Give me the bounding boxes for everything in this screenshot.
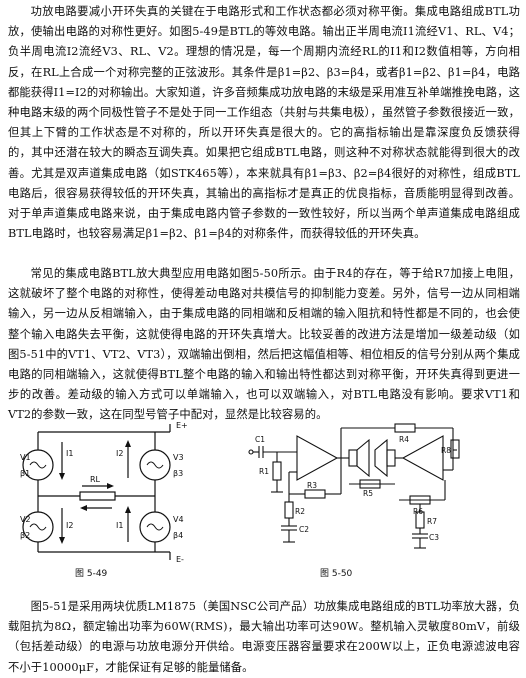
label-rl: RL xyxy=(90,475,101,484)
label-v4: V4 xyxy=(173,515,184,524)
label-r8: R8 xyxy=(441,446,451,455)
label-i1-right: I1 xyxy=(116,521,123,530)
label-r1: R1 xyxy=(259,467,269,476)
label-v3: V3 xyxy=(173,453,184,462)
label-r3: R3 xyxy=(307,481,317,490)
label-c1: C1 xyxy=(255,435,265,444)
paragraph-btl-principle: 功放电路要减小开环失真的关键在于电路形式和工作状态都必须对称平衡。集成电路组成B… xyxy=(8,5,520,241)
label-beta1: β1 xyxy=(20,469,30,478)
label-v1: V1 xyxy=(20,453,31,462)
paragraph-lm1875-btl: 图5-51是采用两块优质LM1875（美国NSC公司产品）功放集成电路组成的BT… xyxy=(8,600,520,674)
label-i1-left: I1 xyxy=(66,449,73,458)
label-r6: R6 xyxy=(413,507,423,516)
figure-5-50-btl-application-circuit: C1 R1 R2 R3 R4 R5 R6 R7 R8 C2 C3 xyxy=(248,423,460,549)
label-beta2: β2 xyxy=(20,531,30,540)
label-v2: V2 xyxy=(20,515,31,524)
label-c2: C2 xyxy=(299,525,309,534)
label-c3: C3 xyxy=(429,533,439,542)
label-beta4: β4 xyxy=(173,531,183,540)
caption-figure-5-49: 图 5-49 xyxy=(75,569,108,579)
label-r2: R2 xyxy=(295,507,305,516)
label-e-minus: E- xyxy=(176,555,184,564)
paragraph-btl-typical-circuit: 常见的集成电路BTL放大典型应用电路如图5-50所示。由于R4的存在，等于给R7… xyxy=(8,267,520,422)
label-e-plus: E+ xyxy=(176,421,188,430)
label-r5: R5 xyxy=(363,489,373,498)
label-r7: R7 xyxy=(427,517,437,526)
caption-figure-5-50: 图 5-50 xyxy=(320,569,353,579)
label-i2-left: I2 xyxy=(66,521,73,530)
figure-5-49-btl-equivalent-circuit: V1 β1 V2 β2 V3 β3 V4 β4 I1 I2 I2 I1 RL E… xyxy=(20,421,188,564)
label-r4: R4 xyxy=(399,435,409,444)
label-i2-right: I2 xyxy=(116,449,123,458)
label-beta3: β3 xyxy=(173,469,183,478)
